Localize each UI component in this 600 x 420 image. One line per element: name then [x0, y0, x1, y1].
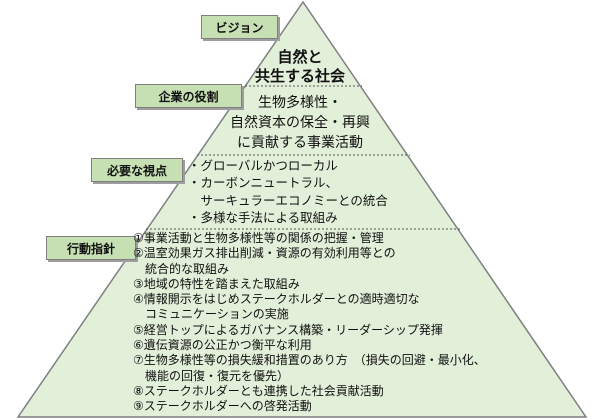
vision-line: 共生する社会 [254, 67, 345, 85]
action-item: ③地域の特性を踏まえた取組み [133, 276, 300, 291]
action-item: コミュニケーションの実施 [133, 307, 289, 322]
vision-line: 自然と [277, 48, 323, 66]
action-item: 機能の回復・復元を優先） [133, 368, 290, 383]
action-item: ⑦生物多様性等の損失緩和措置のあり方 （損失の回避・最小化、 [133, 353, 486, 368]
viewpoint-item: サーキュラーエコノミーとの統合 [188, 192, 388, 208]
viewpoint-item: ・グローバルかつローカル [188, 158, 338, 173]
action-label-tag: 行動指針 [46, 236, 136, 260]
role-line: に貢献する事業活動 [237, 135, 363, 151]
role-line: 自然資本の保全・再興 [230, 115, 370, 131]
role-label-tag: 企業の役割 [135, 84, 242, 108]
action-item: 統合的な取組み [133, 261, 230, 276]
action-item: ②温室効果ガス排出削減・資源の有効利用等との [133, 246, 396, 261]
action-item: ⑨ステークホルダーへの啓発活動 [133, 399, 312, 414]
vision-text: 自然と 共生する社会 [200, 48, 400, 86]
action-guideline-list: ①事業活動と生物多様性等の関係の把握・管理 ②温室効果ガス排出削減・資源の有効利… [133, 231, 486, 415]
action-item: ⑤経営トップによるガバナンス構築・リーダーシップ発揮 [133, 322, 443, 337]
vision-label-tag: ビジョン [201, 15, 278, 39]
viewpoint-label-tag: 必要な視点 [91, 158, 183, 182]
role-text: 生物多様性・ 自然資本の保全・再興 に貢献する事業活動 [200, 93, 400, 153]
viewpoint-list: ・グローバルかつローカル ・カーボンニュートラル、 サーキュラーエコノミーとの統… [188, 157, 388, 226]
action-item: ①事業活動と生物多様性等の関係の把握・管理 [133, 231, 384, 245]
role-line: 生物多様性・ [258, 95, 342, 111]
pyramid-triangle [16, 0, 588, 418]
viewpoint-item: ・多様な手法による取組み [188, 209, 338, 225]
action-item: ④情報開示をはじめステークホルダーとの適時適切な [133, 292, 420, 307]
viewpoint-item: ・カーボンニュートラル、 [188, 175, 339, 191]
action-item: ⑥遺伝資源の公正かつ衡平な利用 [133, 338, 312, 353]
action-item: ⑧ステークホルダーとも連携した社会貢献活動 [133, 383, 384, 398]
